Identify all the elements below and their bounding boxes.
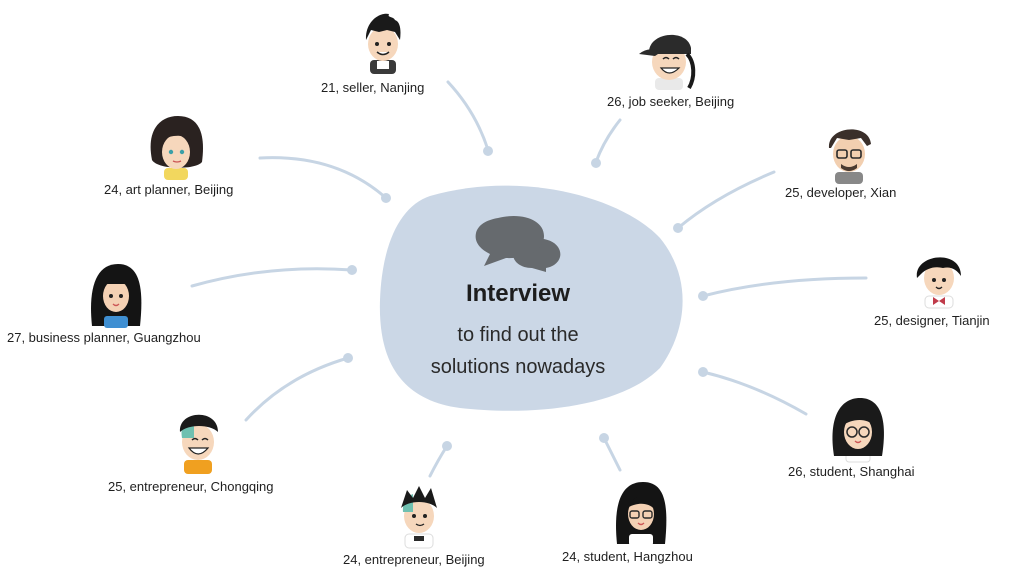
avatar-cap-man-icon [639,34,696,90]
connector-entrepreneur-chongqing [244,356,350,422]
person-label-developer: 25, developer, Xian [785,185,897,200]
person-label-entrepreneur-chongqing: 25, entrepreneur, Chongqing [108,479,274,494]
person-label-entrepreneur-beijing: 24, entrepreneur, Beijing [343,552,485,567]
speech-bubbles-icon [475,216,561,272]
avatar-woman-bob-icon [150,116,203,180]
center-subtitle-line2: solutions nowadays [430,356,606,378]
avatar-young-man-icon [365,13,401,74]
avatar-glasses-man-icon [828,129,871,184]
avatar-glasses-woman-icon [832,398,884,463]
avatar-smiling-man-icon [179,414,218,474]
connector-designer [701,276,868,298]
connector-seller [446,80,490,152]
person-label-job-seeker: 26, job seeker, Beijing [607,94,735,109]
connector-student-hangzhou [602,436,622,472]
avatar-student-woman-icon [616,482,667,546]
connector-dots [343,146,708,451]
person-label-art-planner: 24, art planner, Beijing [104,182,234,197]
center-blob [379,185,683,411]
connector-job-seeker [594,118,622,164]
center-subtitle-line1: to find out the [457,324,579,346]
person-label-business-planner: 27, business planner, Guangzhou [7,330,201,345]
connector-student-shanghai [701,370,808,416]
person-label-student-hangzhou: 24, student, Hangzhou [562,549,693,564]
connector-art-planner [258,156,388,200]
connector-developer [676,170,776,230]
person-label-student-shanghai: 26, student, Shanghai [788,464,915,479]
person-label-designer: 25, designer, Tianjin [874,313,990,328]
center-title: Interview [465,280,571,307]
connector-business-planner [190,267,354,288]
connector-entrepreneur-beijing [428,444,449,478]
avatar-spiky-man-icon [401,486,437,549]
avatar-bowtie-man-icon [916,257,961,309]
person-label-seller: 21, seller, Nanjing [321,80,425,95]
avatar-long-hair-woman-icon [91,264,142,328]
